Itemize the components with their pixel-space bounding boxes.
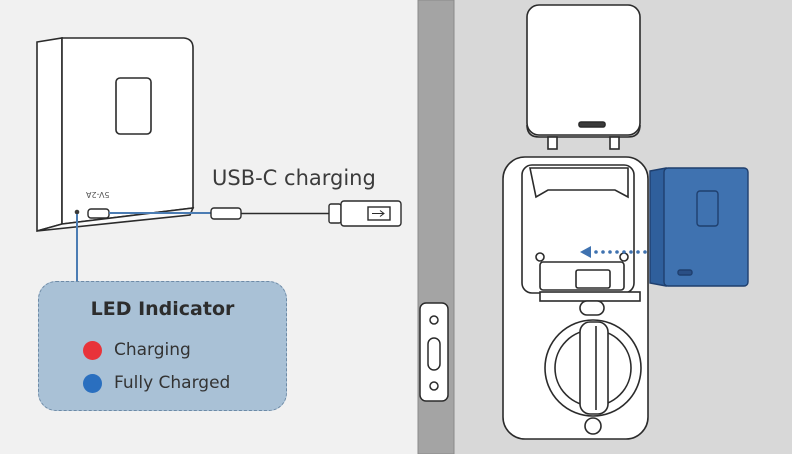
blue-dot-icon (83, 373, 102, 393)
usb-a-collar (328, 203, 342, 224)
strike-plate (419, 302, 449, 402)
battery-led (74, 209, 80, 215)
usb-c-charging-label: USB-C charging (212, 166, 376, 190)
lock-cover (526, 4, 641, 150)
insert-arrow (580, 246, 647, 258)
usb-c-plug (210, 207, 242, 220)
battery-usb-port (87, 208, 110, 219)
blue-battery (649, 167, 749, 287)
battery-window (115, 77, 152, 135)
led-indicator-title: LED Indicator (90, 298, 235, 320)
lock-body (502, 156, 649, 440)
led-state-label: Fully Charged (114, 373, 231, 393)
led-indicator-panel: LED Indicator Charging Fully Charged (38, 281, 287, 411)
usb-cable (210, 200, 402, 227)
led-state-label: Charging (114, 340, 191, 360)
led-state-fully-charged: Fully Charged (83, 372, 230, 394)
battery-pack (36, 37, 195, 233)
led-state-charging: Charging (83, 339, 191, 361)
battery-port-mark: 5V-2A (86, 190, 110, 199)
red-dot-icon (83, 340, 102, 360)
